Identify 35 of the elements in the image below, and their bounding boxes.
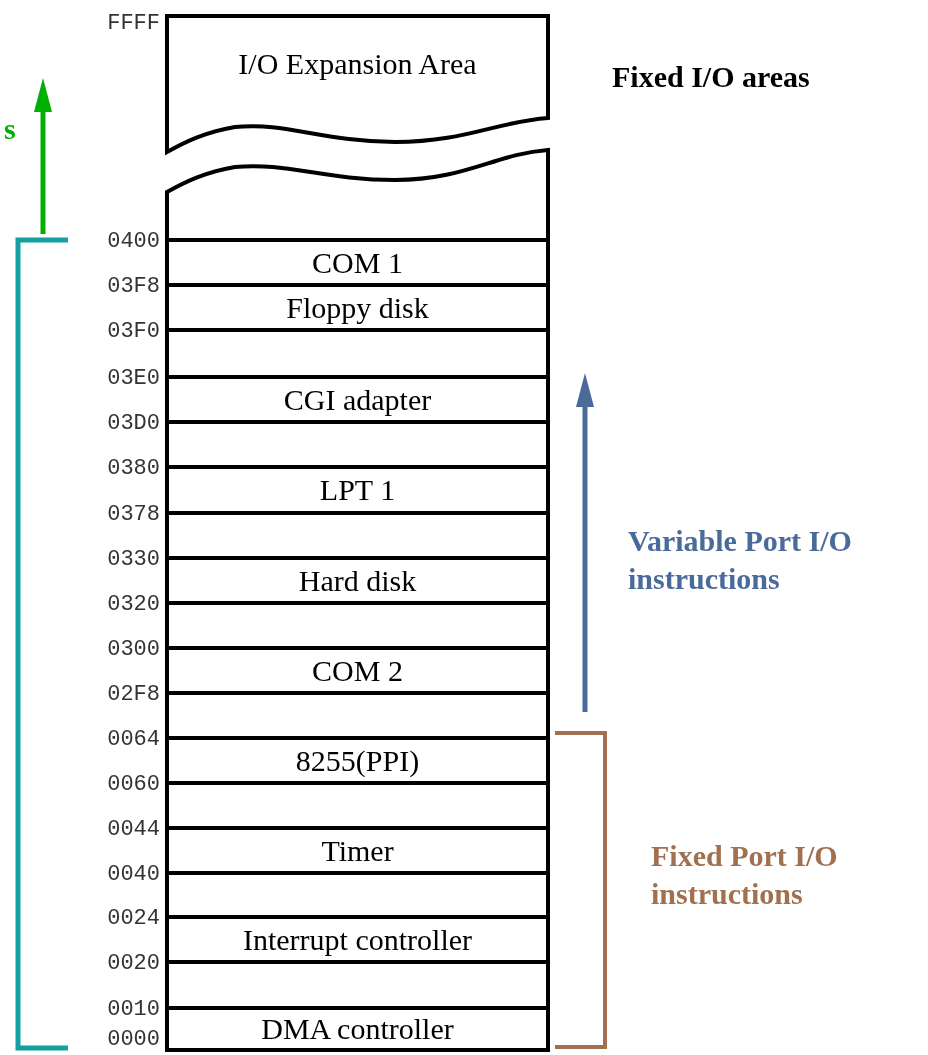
address-label: 0010 [106,998,160,1022]
address-label: 02F8 [106,683,160,707]
region-label: COM 1 [312,246,403,279]
address-label: 0064 [106,728,160,752]
region-label: LPT 1 [319,474,396,506]
address-label: 0380 [106,457,160,481]
address-label: 0020 [106,952,160,976]
region-label: 8255(PPI) [295,744,420,777]
address-label: 0060 [106,773,160,797]
address-label: 03F0 [106,320,160,344]
address-label: 03D0 [106,412,160,436]
address-label: 0000 [106,1028,160,1052]
range-label: Variable Port I/O instructions [628,523,853,597]
address-label: 0040 [106,863,160,887]
region-label: Hard disk [298,564,417,597]
text-fragment: s [4,112,16,146]
address-label: 0044 [106,818,160,842]
address-label: 0330 [106,548,160,572]
area-heading: Fixed I/O areas [612,60,810,94]
region-label: Timer [321,834,394,867]
region-label: DMA controller [261,1013,454,1045]
region-label: CGI adapter [283,383,432,416]
address-label: 0024 [106,907,160,931]
address-label: 0400 [106,230,160,254]
address-label: 0378 [106,503,160,527]
region-label: COM 2 [312,654,403,687]
range-label: Fixed Port I/O instructions [651,838,839,912]
address-label: 0320 [106,593,160,617]
address-label: FFFF [106,12,160,36]
address-label: 03F8 [106,275,160,299]
address-label: 03E0 [106,367,160,391]
address-label: 0300 [106,638,160,662]
region-label: Interrupt controller [242,923,473,956]
region-label: I/O Expansion Area [238,47,477,80]
region-label: Floppy disk [286,291,429,324]
